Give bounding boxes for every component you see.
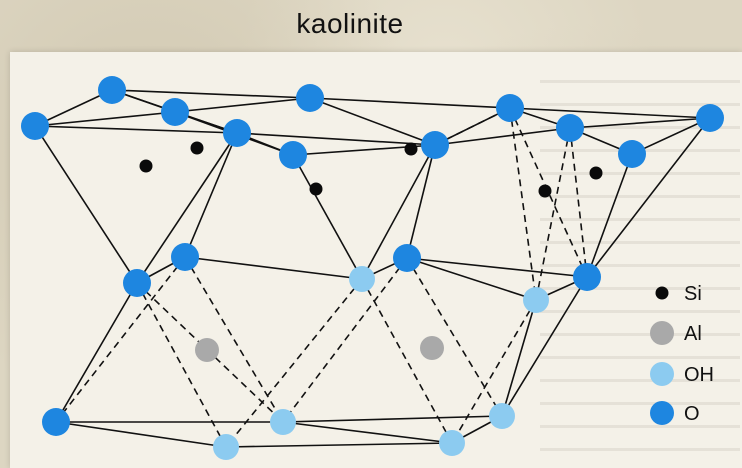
legend-swatch-o (650, 401, 674, 425)
legend-label-oh: OH (684, 364, 714, 386)
si-atoms (139, 141, 603, 198)
legend-label-o: O (684, 403, 700, 425)
legend-item-si: Si (655, 283, 702, 305)
o-atoms (21, 76, 724, 436)
legend: Si Al OH O (650, 283, 714, 425)
legend-swatch-al (650, 321, 674, 345)
legend-item-al: Al (650, 321, 702, 345)
legend-swatch-oh (650, 362, 674, 386)
legend-label-si: Si (684, 283, 702, 305)
legend-swatch-si (655, 286, 669, 300)
oh-atoms (213, 266, 549, 460)
legend-item-oh: OH (650, 362, 714, 386)
paper-backdrop (10, 52, 742, 468)
legend-label-al: Al (684, 323, 702, 345)
legend-item-o: O (650, 401, 700, 425)
diagram-title: kaolinite (296, 8, 404, 39)
al-atoms (195, 336, 444, 362)
bonds-solid (34, 89, 711, 448)
